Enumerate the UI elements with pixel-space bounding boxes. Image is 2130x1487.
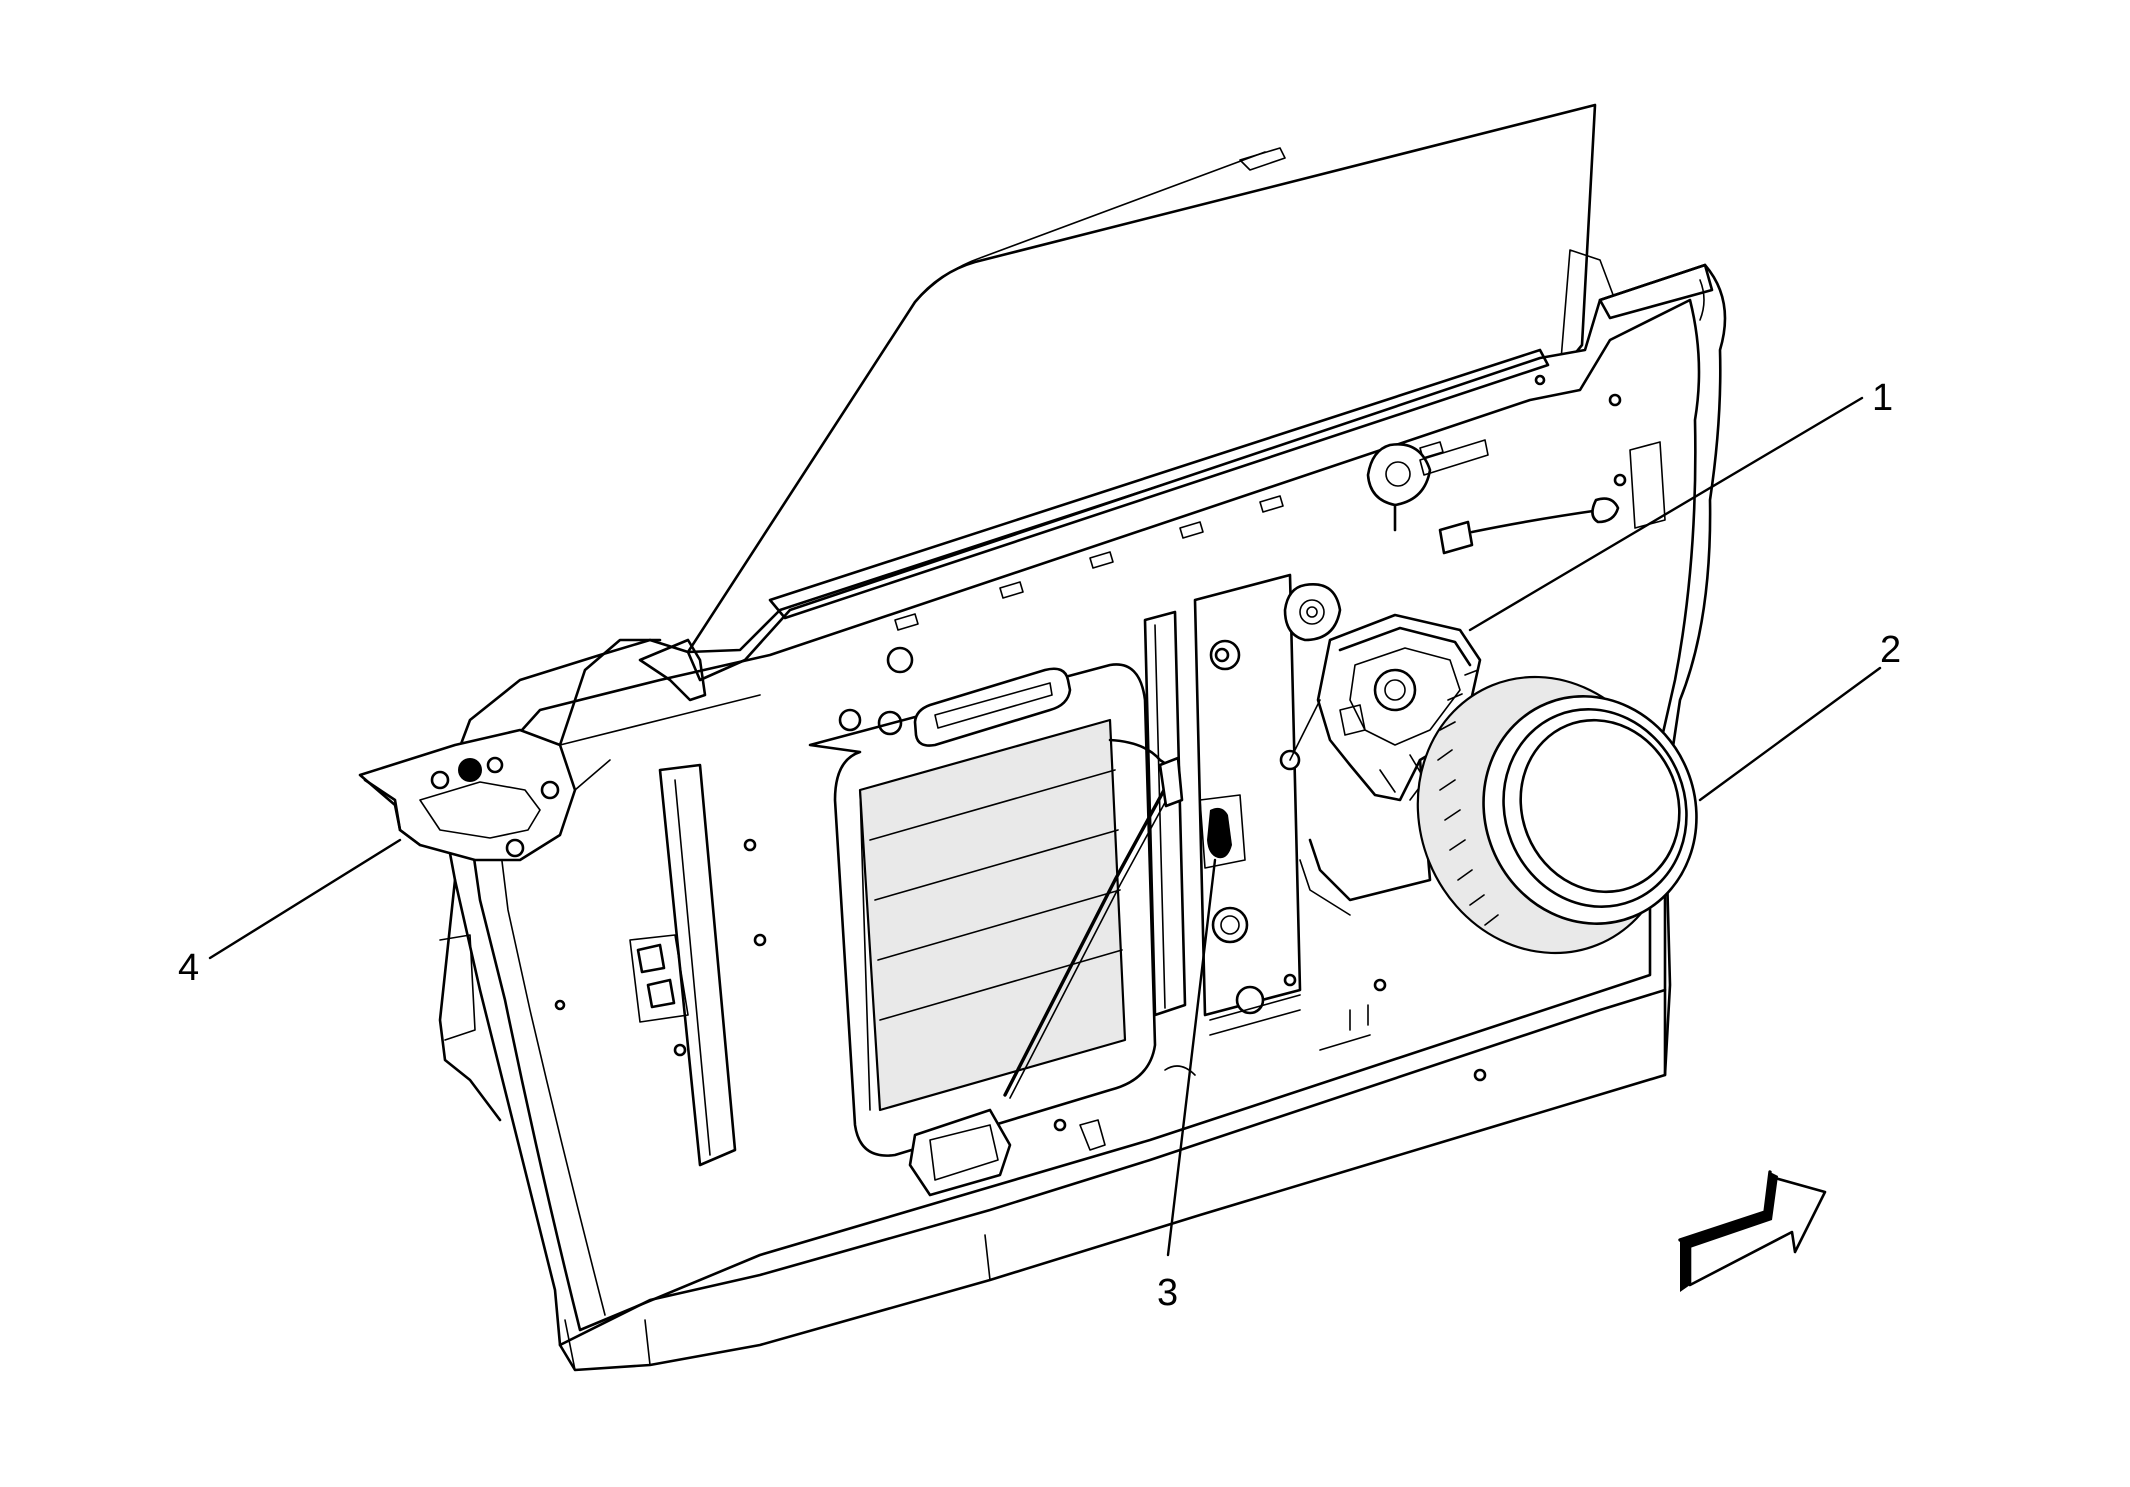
leader-3	[1166, 858, 1217, 1257]
callout-1-label: 1	[1872, 377, 1893, 419]
leader-4	[208, 838, 402, 960]
door-speaker	[1416, 669, 1698, 955]
leader-1	[1468, 396, 1864, 632]
inner-panel	[554, 374, 1627, 1197]
callout-4-label: 4	[178, 947, 199, 989]
outside-mirror-bracket	[358, 638, 662, 862]
callout-2-label: 2	[1880, 629, 1901, 671]
callout-labels: 1 2 3 4	[178, 377, 1901, 1314]
callout-3-label: 3	[1157, 1272, 1178, 1314]
front-direction-arrow-icon	[1678, 1170, 1827, 1292]
leader-lines	[208, 396, 1882, 1257]
leader-2	[1698, 666, 1882, 802]
window-regulator-motor	[1279, 439, 1666, 916]
grommet-fastener	[1199, 794, 1246, 869]
